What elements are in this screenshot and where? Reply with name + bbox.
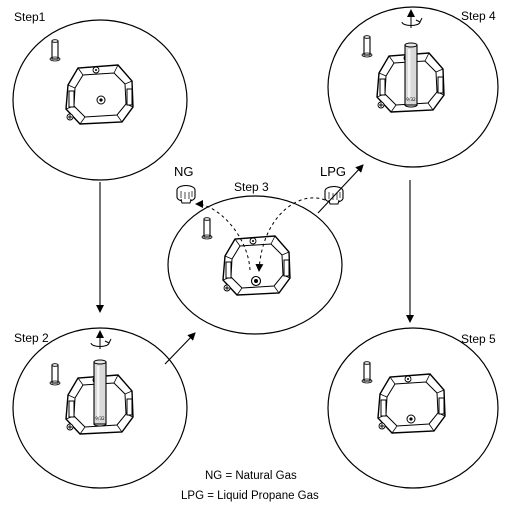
- electrode-icon: [49, 39, 61, 62]
- remove-orifice-arrow: [195, 200, 251, 271]
- legend-ng: NG = Natural Gas: [205, 470, 297, 482]
- electrode-icon: [361, 361, 373, 384]
- lpg-orifice-label: LPG: [320, 164, 347, 179]
- arrow-step2-to-step3: [164, 332, 196, 365]
- step3-panel: [167, 184, 344, 335]
- electrode-icon: [201, 217, 213, 240]
- legend-lpg: LPG = Liquid Propane Gas: [181, 490, 319, 502]
- nut-driver-icon: 9/32: [404, 42, 418, 108]
- electrode-icon: [361, 35, 373, 58]
- step5-label: Step 5: [461, 332, 496, 346]
- arrow-step3-to-step4: [317, 164, 364, 214]
- wrench-size-marking: 9/32: [95, 416, 105, 421]
- nut-driver-icon: 9/32: [93, 359, 107, 427]
- step2-panel: 9/32: [12, 327, 188, 489]
- install-orifice-arrow: [255, 197, 326, 272]
- burner-base-icon: [377, 373, 446, 434]
- wrench-size-marking: 9/32: [406, 97, 416, 102]
- burner-base-icon: [222, 235, 291, 296]
- step2-label: Step 2: [14, 331, 49, 345]
- ng-orifice-icon: [176, 184, 196, 204]
- step5-panel: [327, 327, 499, 489]
- step1-label: Step1: [14, 10, 46, 24]
- electrode-icon: [49, 363, 61, 386]
- ng-orifice-label: NG: [174, 164, 194, 179]
- step1-panel: [12, 19, 188, 181]
- step3-label: Step 3: [234, 180, 269, 194]
- step4-label: Step 4: [461, 9, 496, 23]
- burner-base-icon: [65, 64, 134, 125]
- step4-panel: 9/32: [327, 6, 499, 168]
